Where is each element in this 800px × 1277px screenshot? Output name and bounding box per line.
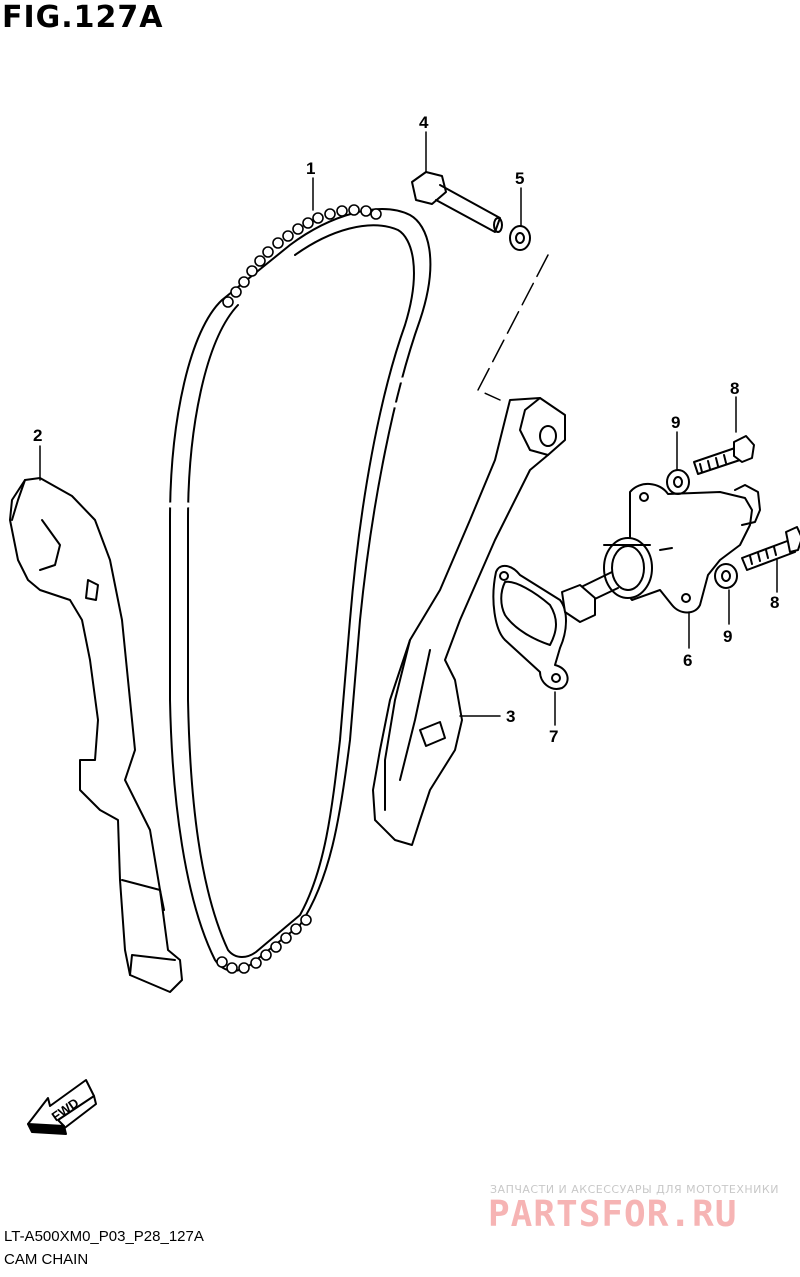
callout-2: 2 xyxy=(33,426,42,445)
gasket-part-7[interactable] xyxy=(492,564,569,690)
figure-title: FIG.127A xyxy=(2,0,164,35)
figure-code: LT-A500XM0_P03_P28_127A xyxy=(4,1228,204,1245)
callout-5: 5 xyxy=(515,169,524,188)
callout-8-upper: 8 xyxy=(730,379,739,398)
callout-6: 6 xyxy=(683,651,692,670)
washer-part-9-upper[interactable] xyxy=(666,469,690,495)
cam-chain-tensioner-arm[interactable] xyxy=(372,397,566,846)
callout-9-lower: 9 xyxy=(723,627,732,646)
callout-8-lower: 8 xyxy=(770,593,779,612)
watermark-text: ЗАПЧАСТИ И АКСЕССУАРЫ ДЛЯ МОТОТЕХНИКИ xyxy=(490,1183,779,1196)
washer-part-9-lower[interactable] xyxy=(714,563,738,589)
cam-chain[interactable] xyxy=(167,204,432,974)
bolt-part-8-upper[interactable] xyxy=(693,435,755,475)
cam-chain-guide[interactable] xyxy=(9,477,183,993)
washer-part-5[interactable] xyxy=(509,225,531,251)
callout-9-upper: 9 xyxy=(671,413,680,432)
cam-chain-tensioner-adjuster[interactable] xyxy=(561,483,761,623)
bolt-part-8-lower[interactable] xyxy=(741,526,800,571)
leader-lines xyxy=(39,131,778,726)
callout-3: 3 xyxy=(506,707,515,726)
fwd-arrow-icon xyxy=(27,1079,97,1135)
figure-name: CAM CHAIN xyxy=(4,1251,89,1268)
callout-7: 7 xyxy=(549,727,558,746)
callout-4: 4 xyxy=(419,113,429,132)
watermark-logo: PARTSFOR.RU xyxy=(488,1194,738,1235)
bolt-part-4[interactable] xyxy=(411,171,503,233)
callout-1: 1 xyxy=(306,159,315,178)
